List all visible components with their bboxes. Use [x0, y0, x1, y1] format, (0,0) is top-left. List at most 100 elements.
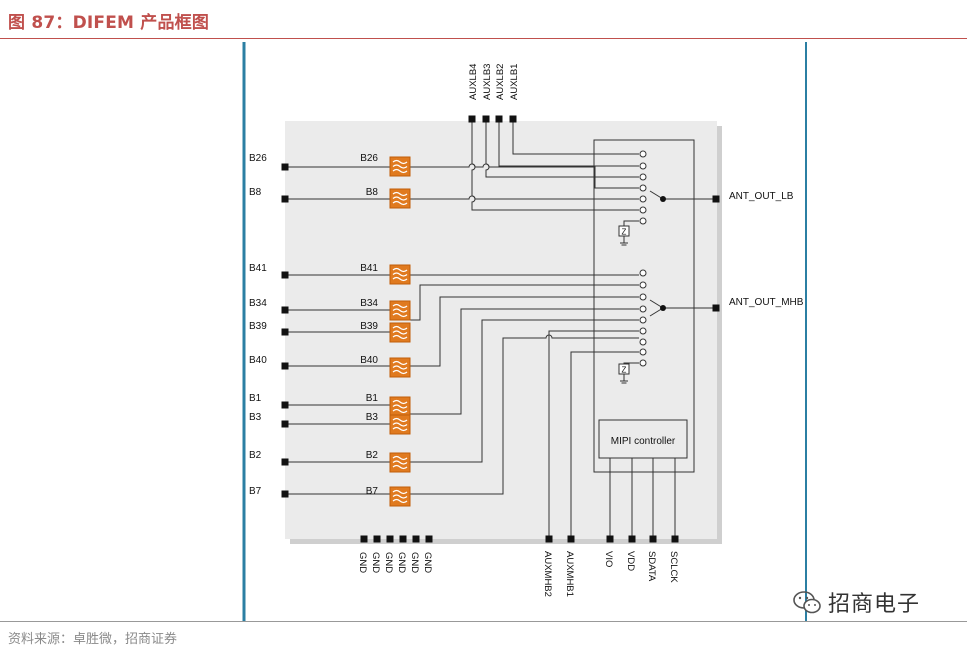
- left-pin-b41: [281, 271, 289, 279]
- filter-b2: [389, 452, 411, 473]
- left-pin-b1: [281, 401, 289, 409]
- mhb-contact: [639, 316, 647, 324]
- wire-auxmhb2: [548, 330, 639, 539]
- filter-label-b26: B26: [360, 153, 378, 164]
- gnd-label: GND: [409, 552, 420, 573]
- wire-auxlb2: [498, 119, 639, 167]
- bottom-pin-sdata: [649, 535, 657, 543]
- left-port-label-b34: B34: [249, 298, 267, 309]
- gnd-label: GND: [396, 552, 407, 573]
- gnd-pin: [425, 535, 433, 543]
- pin-ant-out-lb: [712, 195, 720, 203]
- wire-b8-out: [410, 195, 639, 200]
- filter-b3: [389, 414, 411, 435]
- filter-b1-wave: [392, 404, 408, 409]
- term-box: [618, 225, 630, 237]
- gnd-pin: [386, 535, 394, 543]
- ant-out-mhb-label: ANT_OUT_MHB: [729, 297, 804, 308]
- wire-b7-out: [410, 334, 639, 495]
- mhb-contact: [639, 338, 647, 346]
- left-port-label-b26: B26: [249, 153, 267, 164]
- left-port-label-b8: B8: [249, 187, 262, 198]
- filter-b34: [389, 300, 411, 321]
- ground-symbol: [620, 236, 628, 246]
- source-note: 资料来源：卓胜微，招商证券: [8, 632, 178, 647]
- filter-b7-wave: [392, 489, 408, 495]
- bottom-port-label-vio: VIO: [603, 551, 614, 567]
- switch-block: [593, 139, 695, 473]
- gnd-label: GND: [422, 552, 433, 573]
- filter-b34-wave: [392, 303, 408, 309]
- bottom-pin-sclck: [671, 535, 679, 543]
- bottom-pin-auxmhb1: [567, 535, 575, 543]
- top-port-label-auxlb2: AUXLB2: [495, 64, 506, 100]
- ant-out-lb-label: ANT_OUT_LB: [729, 191, 794, 202]
- gnd-label: GND: [357, 552, 368, 573]
- labels: B26B8B41B34B39B40B1B3B2B7B26B8B41B34B39B…: [249, 64, 804, 597]
- term-label: Z: [622, 366, 627, 375]
- top-pin-auxlb1: [509, 115, 517, 123]
- left-port-label-b39: B39: [249, 321, 267, 332]
- filter-b2-wave: [392, 460, 408, 465]
- filter-b34-wave: [392, 308, 408, 313]
- filter-b26-wave: [392, 159, 408, 165]
- bottom-pin-vdd: [628, 535, 636, 543]
- lb-contact: [639, 217, 647, 225]
- filter-b8-wave: [392, 191, 408, 197]
- wire-b34b39-out: [410, 284, 639, 321]
- mhb-contact: [639, 305, 647, 313]
- filter-b1-wave: [392, 408, 408, 414]
- gnd-label: GND: [370, 552, 381, 573]
- term-box: [618, 363, 630, 375]
- left-pin-b26: [281, 163, 289, 171]
- filter-b3-wave: [392, 422, 408, 427]
- filter-b7-wave: [392, 494, 408, 499]
- filter-b40: [389, 357, 411, 378]
- bottom-port-label-sclck: SCLCK: [668, 551, 679, 583]
- top-port-label-auxlb3: AUXLB3: [482, 64, 493, 100]
- filters: [389, 156, 411, 507]
- wire-b2-out: [410, 319, 639, 463]
- filter-b3-wave: [392, 426, 408, 432]
- bottom-port-label-auxmhb2: AUXMHB2: [542, 551, 553, 597]
- filter-b26: [389, 156, 411, 177]
- filter-b41-wave: [392, 267, 408, 273]
- mhb-contact: [639, 269, 647, 277]
- filter-b2-wave: [392, 455, 408, 461]
- filter-b40-wave: [392, 369, 408, 375]
- bottom-pin-auxmhb2: [545, 535, 553, 543]
- lb-contact: [639, 206, 647, 214]
- wire-auxmhb1: [570, 351, 639, 539]
- filter-label-b34: B34: [360, 298, 378, 309]
- filter-b39: [389, 322, 411, 343]
- left-pin-b7: [281, 490, 289, 498]
- gnd-label: GND: [383, 552, 394, 573]
- lb-pivot: [660, 196, 666, 202]
- top-port-label-auxlb1: AUXLB1: [509, 64, 520, 100]
- mipi-controller-box: [598, 419, 688, 459]
- left-port-label-b2: B2: [249, 450, 262, 461]
- filter-b7: [389, 486, 411, 507]
- pins: [281, 115, 720, 543]
- filter-b39-wave: [392, 330, 408, 335]
- watermark: 招商电子: [792, 586, 920, 618]
- mipi-controller-label: MIPI controller: [611, 436, 676, 447]
- bottom-divider: [0, 621, 967, 622]
- bottom-port-label-sdata: SDATA: [646, 551, 657, 582]
- filter-label-b2: B2: [366, 450, 379, 461]
- mhb-pivot: [660, 305, 666, 311]
- wires: [285, 119, 716, 539]
- lb-contact: [639, 162, 647, 170]
- gnd-pin: [399, 535, 407, 543]
- filter-label-b3: B3: [366, 412, 379, 423]
- wire-b1b3-out: [410, 308, 639, 415]
- filter-b7-wave: [392, 498, 408, 504]
- top-pin-auxlb3: [482, 115, 490, 123]
- filter-label-b8: B8: [366, 187, 379, 198]
- filter-b40-wave: [392, 360, 408, 366]
- wire-auxlb1: [512, 119, 639, 155]
- figure-title: 图 87：DIFEM 产品框图: [8, 13, 210, 33]
- filter-b3-wave: [392, 417, 408, 423]
- wire-b26-out: [410, 163, 639, 189]
